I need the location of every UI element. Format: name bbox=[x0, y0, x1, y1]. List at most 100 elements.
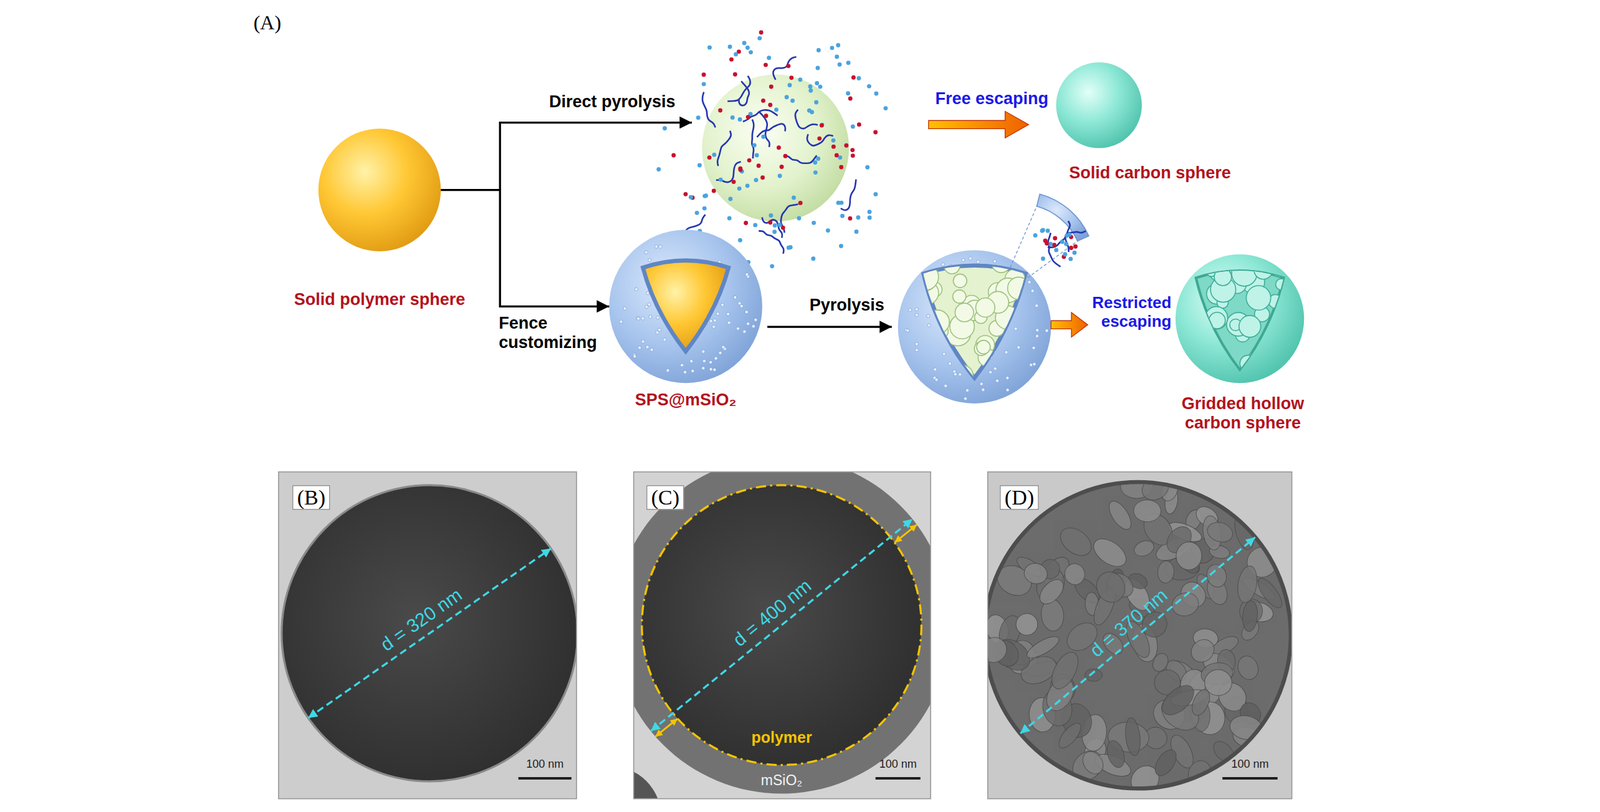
pore bbox=[691, 368, 695, 373]
polymer-chain bbox=[717, 130, 732, 166]
pore bbox=[927, 323, 931, 327]
tem-texture bbox=[1156, 559, 1175, 584]
gas-dot bbox=[701, 81, 707, 87]
pore bbox=[961, 258, 965, 262]
tem-texture bbox=[1169, 589, 1202, 619]
gas-dot bbox=[1062, 251, 1068, 257]
pore bbox=[1029, 362, 1033, 366]
branch-arrow bbox=[499, 122, 692, 191]
polymer-chain bbox=[773, 56, 797, 80]
pore bbox=[708, 360, 712, 364]
gas-dot bbox=[745, 183, 750, 188]
pore bbox=[745, 273, 749, 277]
orange-arrow bbox=[1050, 312, 1088, 337]
gas-dot bbox=[656, 167, 661, 172]
pore bbox=[641, 339, 645, 343]
gas-dot bbox=[791, 195, 796, 200]
pore bbox=[914, 348, 919, 352]
gas-dot bbox=[745, 45, 750, 50]
tem-texture bbox=[1184, 756, 1216, 789]
gas-dot bbox=[838, 243, 844, 249]
pore bbox=[958, 372, 962, 376]
gas-dot bbox=[788, 244, 793, 250]
tem-texture bbox=[1123, 716, 1142, 757]
dimension-label: d = 400 nm bbox=[729, 574, 816, 651]
gas-dot bbox=[808, 88, 813, 93]
pore bbox=[1035, 304, 1039, 308]
silica-pores bbox=[619, 244, 758, 374]
pore bbox=[713, 318, 717, 322]
tem-texture bbox=[1105, 497, 1136, 533]
gas-dot bbox=[701, 72, 707, 77]
gas-dot bbox=[688, 195, 694, 200]
gas-dot bbox=[702, 206, 707, 211]
pore bbox=[993, 366, 997, 370]
pore bbox=[1004, 350, 1008, 354]
pore bbox=[721, 345, 725, 349]
pore bbox=[933, 367, 937, 371]
polymer-chain bbox=[716, 161, 742, 183]
gas-dot bbox=[711, 188, 717, 193]
carbon-cell bbox=[1271, 327, 1283, 339]
gas-dot bbox=[1033, 233, 1038, 238]
polymer-chain bbox=[807, 134, 834, 146]
pore bbox=[1005, 388, 1010, 392]
pore bbox=[754, 317, 758, 321]
gas-dot bbox=[855, 215, 861, 220]
tem-texture bbox=[1103, 737, 1128, 770]
pore bbox=[633, 354, 637, 358]
tem-texture bbox=[1174, 541, 1203, 571]
pore bbox=[634, 287, 638, 291]
tem-texture bbox=[1015, 612, 1038, 636]
pore bbox=[683, 370, 687, 374]
panel-letter: (C) bbox=[646, 484, 684, 510]
carbon-cell bbox=[1216, 358, 1232, 373]
carbon-cell bbox=[953, 273, 967, 288]
pore bbox=[619, 319, 623, 323]
shell-arrow bbox=[655, 718, 678, 737]
pore bbox=[716, 311, 720, 315]
tem-texture bbox=[1024, 632, 1063, 662]
gas-dot bbox=[774, 107, 779, 112]
gas-dot bbox=[772, 229, 777, 234]
polymer-chain bbox=[738, 81, 750, 106]
gas-dot bbox=[843, 143, 849, 148]
sphere-label: Solid polymer sphere bbox=[294, 289, 466, 310]
process-label: Fence customizing bbox=[498, 313, 611, 353]
gas-dot bbox=[783, 153, 788, 159]
tem-texture bbox=[1084, 668, 1103, 682]
pore bbox=[746, 322, 750, 326]
sphere-node: SPS@mSiO₂ bbox=[608, 229, 763, 383]
pore bbox=[701, 366, 705, 370]
pore bbox=[914, 312, 919, 317]
gas-dot bbox=[731, 179, 737, 184]
carbon-cell bbox=[1239, 355, 1256, 372]
gas-dot bbox=[718, 177, 724, 183]
gas-dot bbox=[789, 75, 794, 80]
gas-dot bbox=[834, 152, 839, 158]
gas-dot bbox=[752, 142, 757, 148]
gas-dot bbox=[747, 158, 752, 163]
tem-texture bbox=[1062, 560, 1088, 587]
pore bbox=[926, 314, 930, 318]
polymer-chain bbox=[759, 111, 770, 148]
sphere-label: SPS@mSiO₂ bbox=[635, 390, 737, 410]
pore bbox=[650, 347, 654, 351]
pore bbox=[702, 359, 706, 363]
pore bbox=[948, 361, 952, 365]
gas-dot bbox=[746, 114, 751, 120]
carbon-cell bbox=[1192, 324, 1208, 339]
pore bbox=[727, 320, 731, 325]
gas-dot bbox=[873, 191, 878, 197]
panel-frame bbox=[987, 471, 1293, 799]
gas-dot bbox=[702, 193, 707, 199]
gas-dot bbox=[756, 163, 762, 168]
gas-dot bbox=[732, 72, 738, 77]
scale-bar-label: 100 nm bbox=[879, 757, 917, 771]
gas-dot bbox=[839, 200, 844, 206]
gas-dot bbox=[728, 196, 733, 201]
carbon-cell bbox=[991, 253, 1011, 274]
gas-dot bbox=[848, 96, 853, 101]
shell-fragment bbox=[1036, 193, 1089, 241]
pore bbox=[1045, 329, 1049, 333]
